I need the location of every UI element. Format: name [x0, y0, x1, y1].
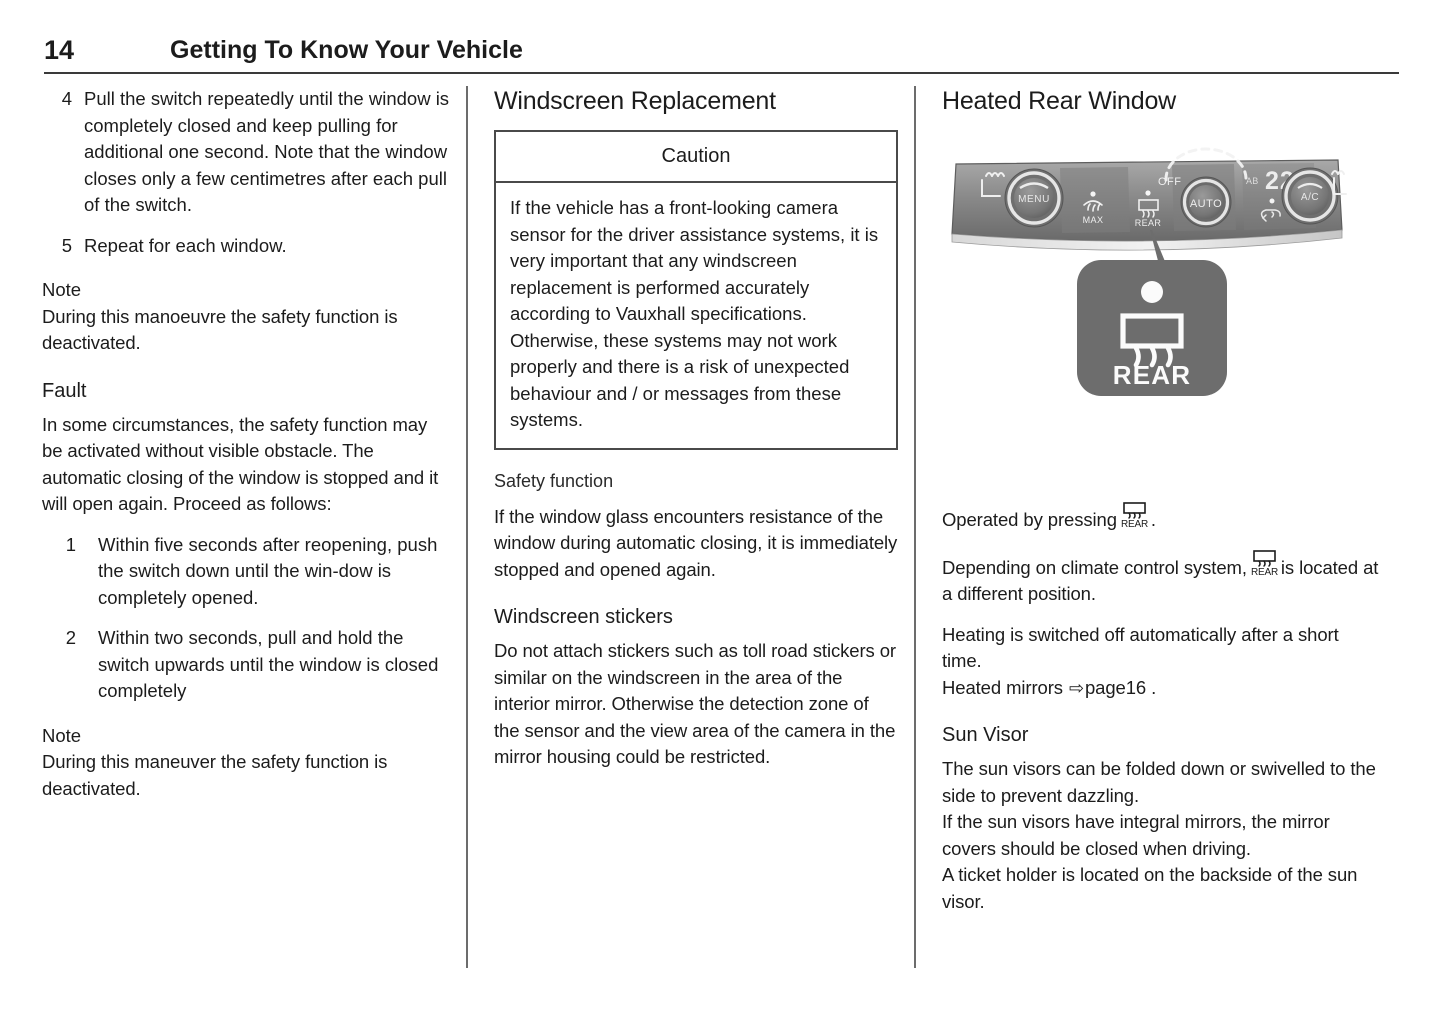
step-text: Repeat for each window. — [84, 234, 287, 256]
step-number: 1 — [65, 533, 76, 555]
heated-mirrors-prefix: Heated mirrors — [942, 676, 1063, 698]
svg-text:AUTO: AUTO — [1190, 198, 1222, 210]
rear-defrost-button-on-panel: REAR — [1135, 190, 1162, 228]
note-text: During this maneuver the safety function… — [42, 751, 388, 799]
heated-mirrors-reference: Heated mirrors ⇨page16 . — [942, 675, 1380, 702]
column-divider — [466, 86, 468, 968]
step-text: Within two seconds, pull and hold the sw… — [98, 627, 439, 701]
svg-text:MENU: MENU — [1018, 194, 1050, 205]
rear-defrost-icon: REAR — [1250, 548, 1280, 576]
fault-heading: Fault — [42, 379, 87, 402]
page-header: 14 Getting To Know Your Vehicle — [44, 34, 1399, 74]
step-text: Pull the switch repeatedly until the win… — [84, 88, 450, 215]
menu-knob: MENU — [1004, 168, 1064, 228]
fault-intro: In some circumstances, the safety functi… — [42, 413, 439, 515]
svg-text:REAR: REAR — [1121, 519, 1148, 528]
auto-knob: OFF AB AUTO — [1158, 147, 1259, 228]
operated-by-text: Operated by pressing REAR . — [942, 500, 1380, 534]
svg-text:AB: AB — [1246, 176, 1259, 186]
caution-body: If the vehicle has a front-looking camer… — [510, 197, 879, 430]
list-item: 4 Pull the switch repeatedly until the w… — [42, 86, 450, 219]
svg-text:A/C: A/C — [1301, 192, 1319, 203]
heating-off-text: Heating is switched off automatically af… — [942, 623, 1339, 672]
column-left: 4 Pull the switch repeatedly until the w… — [42, 86, 466, 972]
list-item: 1 Within five seconds after reopening, p… — [42, 532, 450, 612]
windscreen-stickers-heading: Windscreen stickers — [494, 606, 673, 628]
climate-control-illustration: MENU MAX — [942, 134, 1352, 494]
note-label: Note — [42, 279, 82, 300]
depending-on-suffix: is located at a different position. — [942, 556, 1379, 605]
heated-mirrors-suffix: . — [1151, 676, 1157, 698]
operated-by-prefix: Operated by pressing — [942, 509, 1117, 530]
content-columns: 4 Pull the switch repeatedly until the w… — [42, 86, 1402, 972]
svg-text:OFF: OFF — [1158, 176, 1182, 188]
column-middle: Windscreen Replacement Caution If the ve… — [466, 86, 914, 972]
depending-on-text: Depending on climate control system, REA… — [942, 548, 1380, 608]
safety-function-heading: Safety function — [494, 470, 614, 491]
rear-defrost-icon: REAR — [1120, 500, 1150, 528]
step-number: 2 — [65, 627, 76, 648]
seat-heater-right-icon — [1331, 170, 1347, 195]
sun-visor-heading: Sun Visor — [942, 724, 1029, 746]
cross-reference-arrow-icon: ⇨ — [1068, 677, 1084, 698]
page-number: 14 — [44, 35, 75, 65]
column-right: Heated Rear Window — [914, 86, 1380, 972]
page-title: Getting To Know Your Vehicle — [170, 36, 523, 64]
caution-box: Caution If the vehicle has a front-looki… — [494, 130, 898, 450]
note-text: During this manoeuvre the safety functio… — [42, 305, 398, 354]
list-item: 2 Within two seconds, pull and hold the … — [42, 625, 450, 705]
air-recirculation-button — [1260, 198, 1281, 222]
fault-steps-list: 1 Within five seconds after reopening, p… — [42, 532, 450, 705]
ac-knob: A/C — [1281, 167, 1339, 225]
note-label: Note — [42, 724, 82, 746]
window-steps-list: 4 Pull the switch repeatedly until the w… — [42, 86, 450, 259]
svg-text:REAR: REAR — [1135, 218, 1162, 228]
svg-text:REAR: REAR — [1113, 360, 1191, 390]
step-text: Within five seconds after reopening, pus… — [98, 533, 438, 608]
heated-mirrors-page: page16 — [1084, 676, 1147, 698]
heated-rear-window-heading: Heated Rear Window — [942, 87, 1177, 115]
safety-function-text: If the window glass encounters resistanc… — [494, 505, 898, 580]
windscreen-replacement-heading: Windscreen Replacement — [494, 87, 776, 115]
sun-visor-text: The sun visors can be folded down or swi… — [942, 758, 1376, 912]
caution-title: Caution — [496, 132, 896, 183]
operated-by-suffix: . — [1150, 509, 1156, 530]
svg-text:MAX: MAX — [1083, 215, 1104, 225]
svg-text:REAR: REAR — [1251, 567, 1278, 576]
windscreen-stickers-text: Do not attach stickers such as toll road… — [494, 640, 896, 767]
column-divider — [914, 86, 916, 968]
step-number: 4 — [61, 88, 72, 109]
seat-heater-left-icon — [981, 172, 1005, 197]
rear-button-callout: REAR — [1077, 260, 1227, 396]
depending-on-prefix: Depending on climate control system, — [942, 556, 1247, 578]
list-item: 5 Repeat for each window. — [42, 233, 450, 260]
max-defrost-button: MAX — [1083, 191, 1104, 225]
step-number: 5 — [61, 234, 72, 256]
